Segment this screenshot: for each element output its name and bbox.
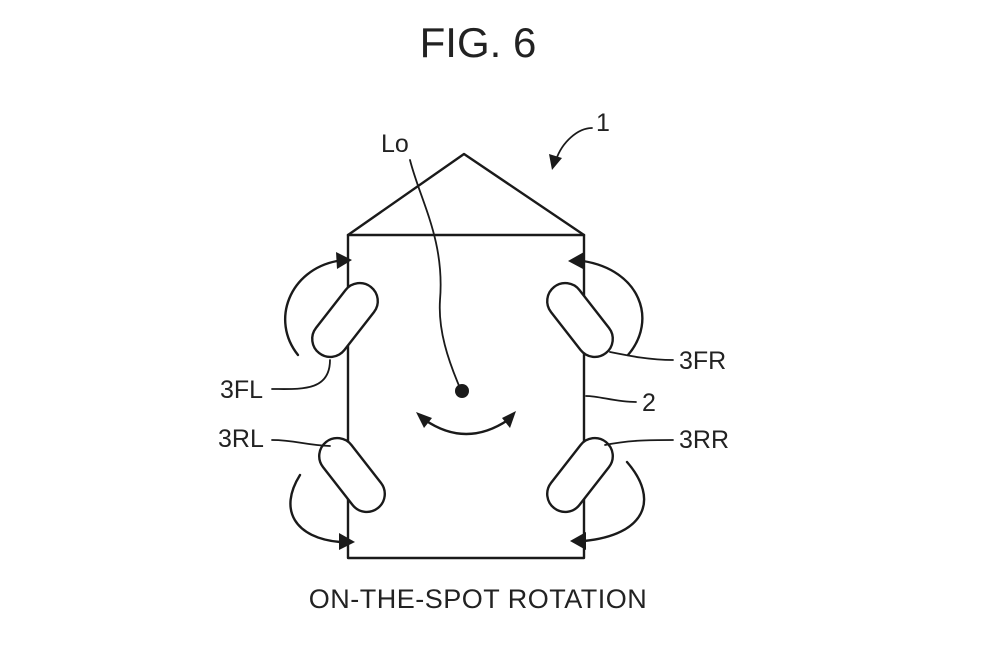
front-left-arc-path bbox=[283, 259, 339, 357]
front-left-wheel-leader bbox=[271, 359, 331, 390]
front-right-arc-path bbox=[581, 259, 644, 357]
vehicle-front-triangle bbox=[346, 152, 586, 237]
center-point-leader bbox=[409, 159, 461, 389]
rear-right-wheel-callout: 3RR bbox=[604, 426, 729, 454]
rear-left-wheel-label: 3RL bbox=[218, 425, 264, 453]
front-left-wheel bbox=[311, 281, 379, 359]
vehicle-body-rect bbox=[346, 233, 586, 560]
figure-title: FIG. 6 bbox=[420, 19, 537, 66]
rear-right-wheel-arc bbox=[570, 460, 646, 550]
rear-right-arc-arrowhead bbox=[570, 532, 586, 550]
center-rotation-arc bbox=[423, 418, 510, 436]
front-left-wheel-label: 3FL bbox=[220, 376, 263, 404]
body-callout: 2 bbox=[585, 389, 656, 417]
rear-left-wheel bbox=[318, 436, 386, 514]
center-point-label: Lo bbox=[381, 130, 409, 158]
rear-left-wheel-leader bbox=[271, 439, 331, 447]
vehicle-reference: 1 bbox=[549, 109, 610, 170]
front-left-wheel-shape bbox=[311, 281, 379, 359]
front-right-wheel-label: 3FR bbox=[679, 347, 726, 375]
front-right-wheel-arc bbox=[568, 252, 644, 357]
rear-left-wheel-arc bbox=[289, 473, 355, 550]
rear-left-wheel-callout: 3RL bbox=[218, 425, 331, 453]
front-right-wheel bbox=[546, 281, 614, 359]
vehicle-ref-leader bbox=[555, 127, 593, 161]
rear-right-wheel bbox=[546, 436, 614, 514]
center-rotation-arrowhead-left bbox=[416, 412, 432, 428]
figure-caption: ON-THE-SPOT ROTATION bbox=[309, 584, 648, 614]
vehicle-ref-arrowhead bbox=[549, 154, 562, 170]
front-right-arc-arrowhead bbox=[568, 252, 584, 269]
rear-right-wheel-shape bbox=[546, 436, 614, 514]
rear-left-arc-arrowhead bbox=[339, 533, 355, 550]
front-left-wheel-arc bbox=[283, 252, 352, 357]
rear-right-arc-path bbox=[582, 460, 646, 543]
body-label: 2 bbox=[642, 389, 656, 417]
front-right-wheel-shape bbox=[546, 281, 614, 359]
front-left-wheel-callout: 3FL bbox=[220, 359, 331, 404]
front-right-wheel-leader bbox=[609, 351, 674, 361]
center-rotation-arrowhead-right bbox=[502, 411, 516, 428]
rear-left-arc-path bbox=[289, 473, 342, 544]
vehicle-body bbox=[346, 152, 586, 560]
rear-right-wheel-leader bbox=[604, 439, 674, 446]
front-left-arc-arrowhead bbox=[336, 252, 352, 269]
rotation-center: Lo bbox=[381, 130, 469, 398]
center-point-dot bbox=[455, 384, 469, 398]
body-leader bbox=[585, 395, 637, 403]
rear-left-wheel-shape bbox=[318, 436, 386, 514]
vehicle-ref-label: 1 bbox=[596, 109, 610, 137]
rear-right-wheel-label: 3RR bbox=[679, 426, 729, 454]
front-right-wheel-callout: 3FR bbox=[609, 347, 726, 375]
center-rotation-arrow bbox=[416, 411, 516, 436]
